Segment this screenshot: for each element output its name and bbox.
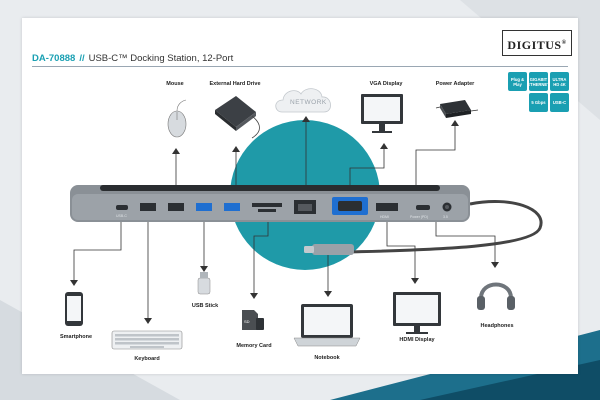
badge-usb-c: USB-C bbox=[550, 93, 569, 112]
label-mouse: Mouse bbox=[166, 81, 184, 87]
arrow-heads-bottom bbox=[70, 262, 499, 324]
usb-c-plug-housing bbox=[312, 244, 354, 255]
port-label-pd: Power (PD) bbox=[410, 215, 428, 219]
usb-stick-icon bbox=[197, 272, 211, 295]
port-usb-a-2 bbox=[168, 203, 184, 211]
smartphone-icon bbox=[65, 292, 83, 326]
label-external-hdd: External Hard Drive bbox=[209, 81, 261, 87]
label-usb-stick: USB Stick bbox=[191, 303, 219, 309]
port-card-reader-sd bbox=[252, 203, 282, 207]
port-labels: USB-C HDMI Power (PD) 3.5 bbox=[116, 214, 448, 219]
label-smartphone: Smartphone bbox=[59, 334, 93, 340]
usb-c-plug-tip bbox=[304, 246, 314, 253]
label-headphones: Headphones bbox=[480, 323, 514, 329]
cloud-icon bbox=[275, 88, 331, 113]
port-usb-c-front bbox=[116, 205, 128, 210]
label-hdmi-display: HDMI Display bbox=[399, 337, 435, 343]
dock-top-surface bbox=[100, 185, 440, 191]
label-notebook: Notebook bbox=[314, 355, 340, 361]
memory-card-icon: SD bbox=[242, 310, 264, 330]
brand-logo: DIGITUS® bbox=[502, 30, 572, 56]
product-code: DA-70888 bbox=[32, 53, 76, 64]
header-rule bbox=[32, 66, 568, 67]
headphones-icon bbox=[477, 282, 515, 310]
label-power-adapter: Power Adapter bbox=[435, 81, 475, 87]
badge-gigabit: GIGABIT ETHERNET bbox=[527, 72, 550, 91]
port-label-usb-c: USB-C bbox=[116, 214, 127, 218]
power-adapter-icon bbox=[435, 100, 479, 118]
hdmi-display-icon bbox=[393, 292, 441, 334]
port-audio-ring bbox=[445, 205, 449, 209]
port-label-hdmi: HDMI bbox=[380, 215, 389, 219]
page-title: DA-70888//USB-C™ Docking Station, 12-Por… bbox=[32, 53, 233, 64]
port-vga-inner bbox=[338, 201, 362, 211]
connector-lines-top bbox=[175, 120, 456, 196]
label-keyboard: Keyboard bbox=[134, 356, 160, 362]
arrow-heads-top bbox=[172, 116, 459, 154]
title-separator: // bbox=[79, 53, 85, 64]
badge-plug-play: Plug & Play bbox=[508, 72, 527, 91]
mouse-icon bbox=[167, 99, 187, 138]
port-label-audio: 3.5 bbox=[443, 215, 448, 219]
port-ethernet-inner bbox=[298, 204, 312, 211]
keyboard-icon bbox=[111, 330, 183, 350]
product-title: USB-C™ Docking Station, 12-Port bbox=[88, 53, 234, 64]
usb-c-cable bbox=[349, 200, 543, 254]
badge-5gbps: 5 Gbps bbox=[529, 93, 548, 112]
notebook-icon bbox=[293, 304, 361, 347]
svg-text:SD: SD bbox=[244, 319, 250, 324]
label-vga-display: VGA Display bbox=[369, 81, 403, 87]
port-usb-c-pd bbox=[416, 205, 430, 210]
vga-display-icon bbox=[361, 94, 403, 133]
port-usb-a-4 bbox=[224, 203, 240, 211]
external-hard-drive-icon bbox=[215, 96, 260, 139]
port-card-reader-micro bbox=[258, 209, 276, 212]
port-usb-a-1 bbox=[140, 203, 156, 211]
connector-lines-bottom bbox=[73, 222, 496, 320]
dock-ports bbox=[116, 197, 452, 215]
port-hdmi bbox=[376, 203, 398, 211]
port-usb-a-3 bbox=[196, 203, 212, 211]
badge-ultra-hd: ULTRA HD 4K bbox=[550, 72, 569, 91]
label-memory-card: Memory Card bbox=[236, 343, 272, 349]
label-network: NETWORK bbox=[290, 99, 327, 106]
